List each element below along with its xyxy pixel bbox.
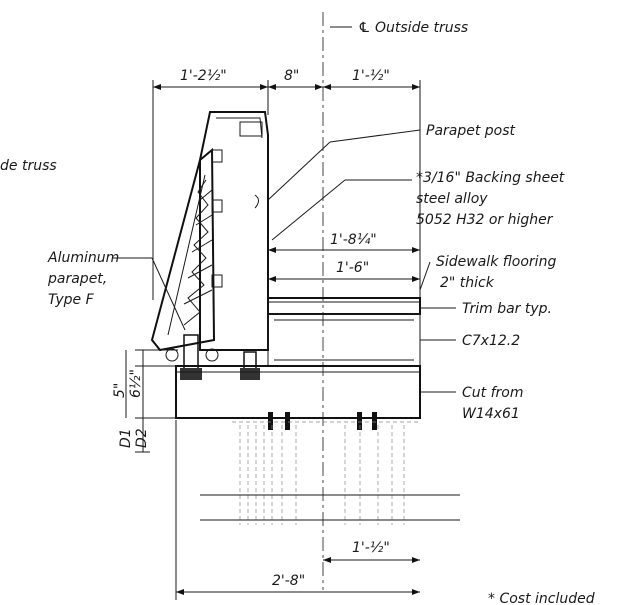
footnote-label: * Cost included	[488, 591, 595, 605]
parapet-post	[199, 111, 269, 351]
dim-span-2: 1'-6"	[336, 260, 369, 276]
dim-vert-d1: D1	[118, 428, 134, 448]
centerline-label: ℄ Outside truss	[358, 20, 468, 36]
bottom-dimensions	[175, 420, 420, 600]
dim-bottom-total: 2'-8"	[272, 573, 305, 589]
dim-top-mid: 8"	[284, 68, 299, 84]
dim-vert-5: 5"	[112, 383, 128, 398]
dim-bottom-1: 1'-½"	[352, 540, 390, 556]
channel-member	[267, 313, 421, 367]
left-truss-label: de truss	[0, 158, 57, 174]
backing-alloy-label: steel alloy	[416, 191, 488, 207]
vertical-dimensions	[125, 349, 178, 453]
trim-bar-label: Trim bar typ.	[462, 301, 552, 317]
sidewalk-flooring-label: Sidewalk flooring	[436, 254, 556, 270]
aluminum-parapet-label-3: Type F	[48, 292, 95, 308]
cut-from-label: Cut from	[462, 385, 523, 401]
hidden-support-structure	[200, 421, 460, 525]
aluminum-parapet-label-2: parapet,	[47, 271, 107, 287]
cut-from-label-2: W14x61	[462, 406, 520, 422]
parapet-post-label: Parapet post	[426, 123, 516, 139]
sidewalk-thick-label: 2" thick	[440, 275, 495, 291]
dim-span-1: 1'-8¼"	[330, 232, 377, 248]
channel-label: C7x12.2	[462, 333, 520, 349]
cut-from-beam	[175, 365, 421, 419]
backing-sheet-label: *3/16" Backing sheet	[416, 170, 565, 186]
top-dimension-line	[152, 80, 421, 300]
dim-vert-6: 6½"	[128, 369, 144, 398]
dim-vert-d2: D2	[134, 428, 150, 448]
anchor-bolts	[268, 412, 377, 430]
backing-grade-label: 5052 H32 or higher	[416, 212, 554, 228]
span-dimensions	[268, 247, 420, 282]
dim-top-left: 1'-2½"	[180, 68, 227, 84]
sidewalk-flooring	[267, 297, 421, 315]
aluminum-parapet-truss	[150, 147, 223, 352]
label-leaders	[112, 129, 456, 393]
aluminum-parapet-label: Aluminum	[47, 250, 119, 266]
base-bolts	[165, 334, 260, 380]
dim-top-right: 1'-½"	[352, 68, 390, 84]
